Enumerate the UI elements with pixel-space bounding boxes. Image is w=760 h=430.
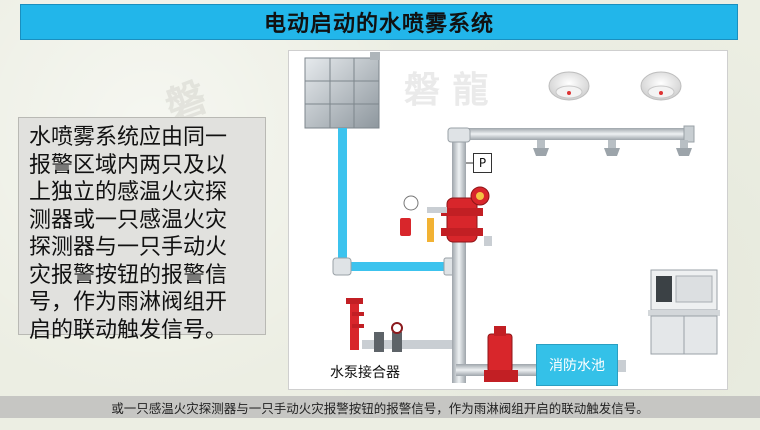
pump-adapter-label: 水泵接合器 bbox=[330, 362, 400, 382]
supply-pipe bbox=[333, 128, 460, 275]
control-cabinet bbox=[648, 270, 720, 354]
watermark-text: 磐 龍 bbox=[404, 70, 489, 111]
pressure-switch-label: P bbox=[473, 153, 492, 173]
deluge-valve-group bbox=[400, 187, 492, 246]
footer-caption: 或一只感温火灾探测器与一只手动火灾报警按钮的报警信号，作为雨淋阀组开启的联动触发… bbox=[111, 398, 649, 417]
footer-caption-bar: 或一只感温火灾探测器与一只手动火灾报警按钮的报警信号，作为雨淋阀组开启的联动触发… bbox=[0, 396, 760, 418]
fire-pump bbox=[484, 326, 518, 382]
bottom-strip bbox=[0, 418, 760, 430]
nozzle bbox=[604, 140, 620, 156]
nozzle bbox=[533, 140, 549, 156]
heat-detector bbox=[549, 72, 589, 100]
water-tank bbox=[305, 52, 380, 128]
fire-water-pool: 消防水池 bbox=[536, 344, 618, 386]
heat-detector bbox=[641, 72, 681, 100]
pump-adapter bbox=[346, 298, 452, 352]
fire-water-pool-label: 消防水池 bbox=[549, 355, 605, 375]
